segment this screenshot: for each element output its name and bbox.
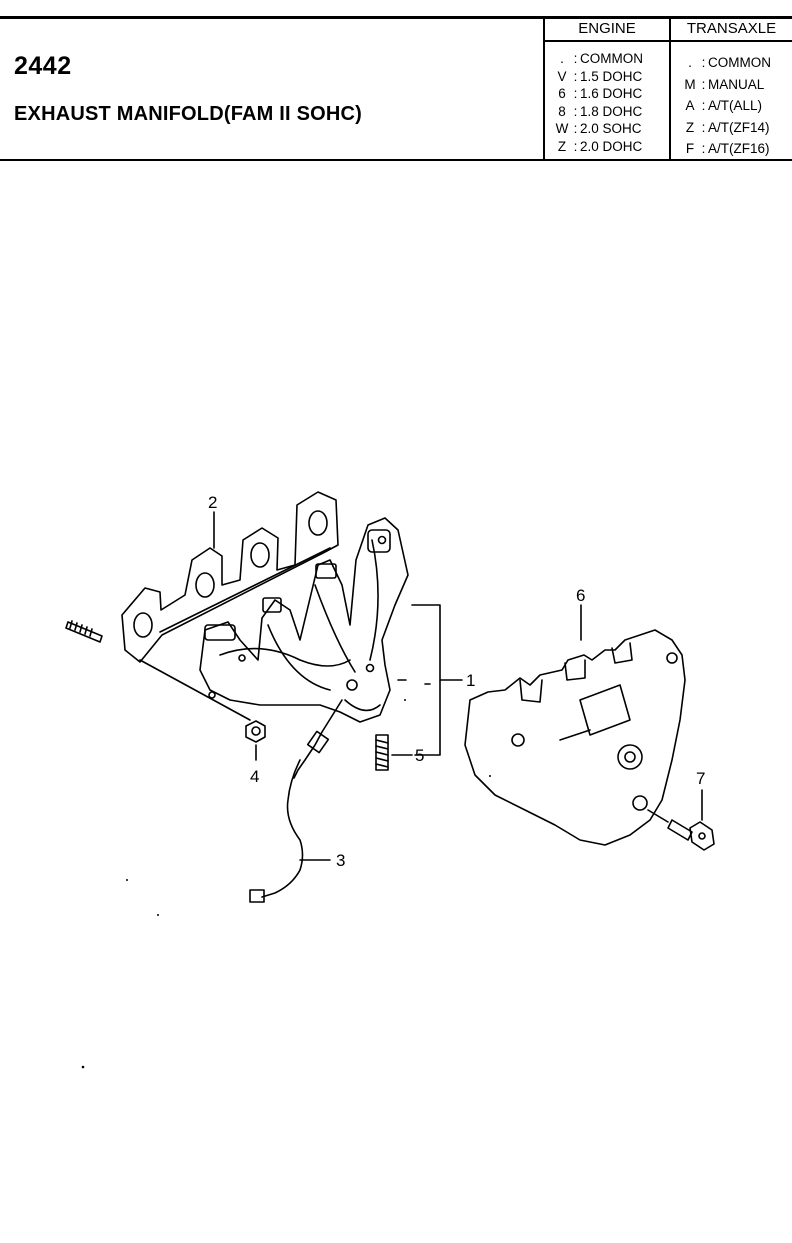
legend-code: . [688, 55, 692, 70]
legend-row: F:A/T(ZF16) [681, 138, 771, 160]
legend-separator: : [573, 121, 578, 137]
legend-code: F [685, 141, 695, 156]
legend-label: A/T(ZF14) [708, 119, 770, 135]
legend-label: 1.6 DOHC [580, 86, 643, 102]
callout-5: 5 [415, 746, 424, 765]
legend-separator: : [573, 103, 578, 119]
exhaust-manifold [199, 517, 409, 723]
legend-label: A/T(ZF16) [708, 141, 770, 156]
page-title: EXHAUST MANIFOLD(FAM II SOHC) [14, 103, 363, 125]
legend-label: A/T(ALL) [708, 98, 763, 113]
callout-4: 4 [250, 767, 259, 786]
legend-code: W [555, 121, 569, 137]
legend-row: M:MANUAL [681, 74, 771, 96]
legend-row: .:COMMON [553, 50, 643, 68]
legend-separator: : [573, 138, 578, 154]
nut [245, 720, 266, 761]
stud-bolt [375, 734, 413, 771]
callout-bracket [397, 604, 463, 756]
legend-separator: : [573, 51, 578, 66]
part-number: 2442 [14, 52, 72, 80]
legend-label: 1.8 DOHC [580, 103, 643, 119]
legend-code: M [684, 76, 696, 92]
legend-divider-left [543, 19, 545, 159]
legend-heading-rule [543, 40, 792, 42]
legend-row: A:A/T(ALL) [681, 95, 771, 117]
legend-row: 8:1.8 DOHC [553, 103, 643, 121]
legend-code: Z [557, 138, 567, 154]
callout-6: 6 [576, 586, 585, 605]
legend-divider-middle [669, 19, 671, 159]
legend-label: 2.0 DOHC [580, 138, 643, 154]
legend-label: MANUAL [708, 76, 765, 92]
header-top-rule [0, 16, 792, 19]
transaxle-heading: TRANSAXLE [686, 20, 777, 37]
legend-code: 8 [558, 103, 566, 119]
engine-heading: ENGINE [578, 20, 636, 37]
callout-3: 3 [336, 851, 345, 870]
legend-separator: : [701, 76, 706, 92]
legend-code: Z [685, 119, 695, 135]
legend-label: 2.0 SOHC [580, 121, 642, 137]
callout-1: 1 [466, 671, 475, 690]
legend-separator: : [573, 68, 578, 84]
legend-row: 6:1.6 DOHC [553, 85, 643, 103]
legend-code: V [557, 68, 567, 84]
stud-bolt-left [65, 620, 251, 721]
legend-row: Z:2.0 DOHC [553, 138, 643, 156]
legend-label: COMMON [708, 55, 771, 70]
legend-separator: : [701, 119, 706, 135]
legend-separator: : [701, 141, 706, 156]
legend-row: Z:A/T(ZF14) [681, 117, 771, 139]
oxygen-sensor [249, 699, 343, 903]
legend-row: W:2.0 SOHC [553, 120, 643, 138]
heat-shield [464, 604, 686, 846]
legend-row: V:1.5 DOHC [553, 68, 643, 86]
callout-7: 7 [696, 769, 705, 788]
legend-separator: : [701, 55, 706, 70]
legend-label: 1.5 DOHC [580, 68, 643, 84]
legend-code: A [685, 98, 695, 113]
manifold-gasket [121, 491, 339, 663]
legend-code: 6 [558, 86, 566, 102]
legend-label: COMMON [580, 51, 643, 66]
legend-code: . [560, 51, 564, 66]
callout-2: 2 [208, 493, 217, 512]
legend-separator: : [573, 86, 578, 102]
legend-row: .:COMMON [681, 52, 771, 74]
header-bottom-rule [0, 159, 792, 161]
legend-separator: : [701, 98, 706, 113]
heat-shield-bolt [647, 789, 715, 851]
